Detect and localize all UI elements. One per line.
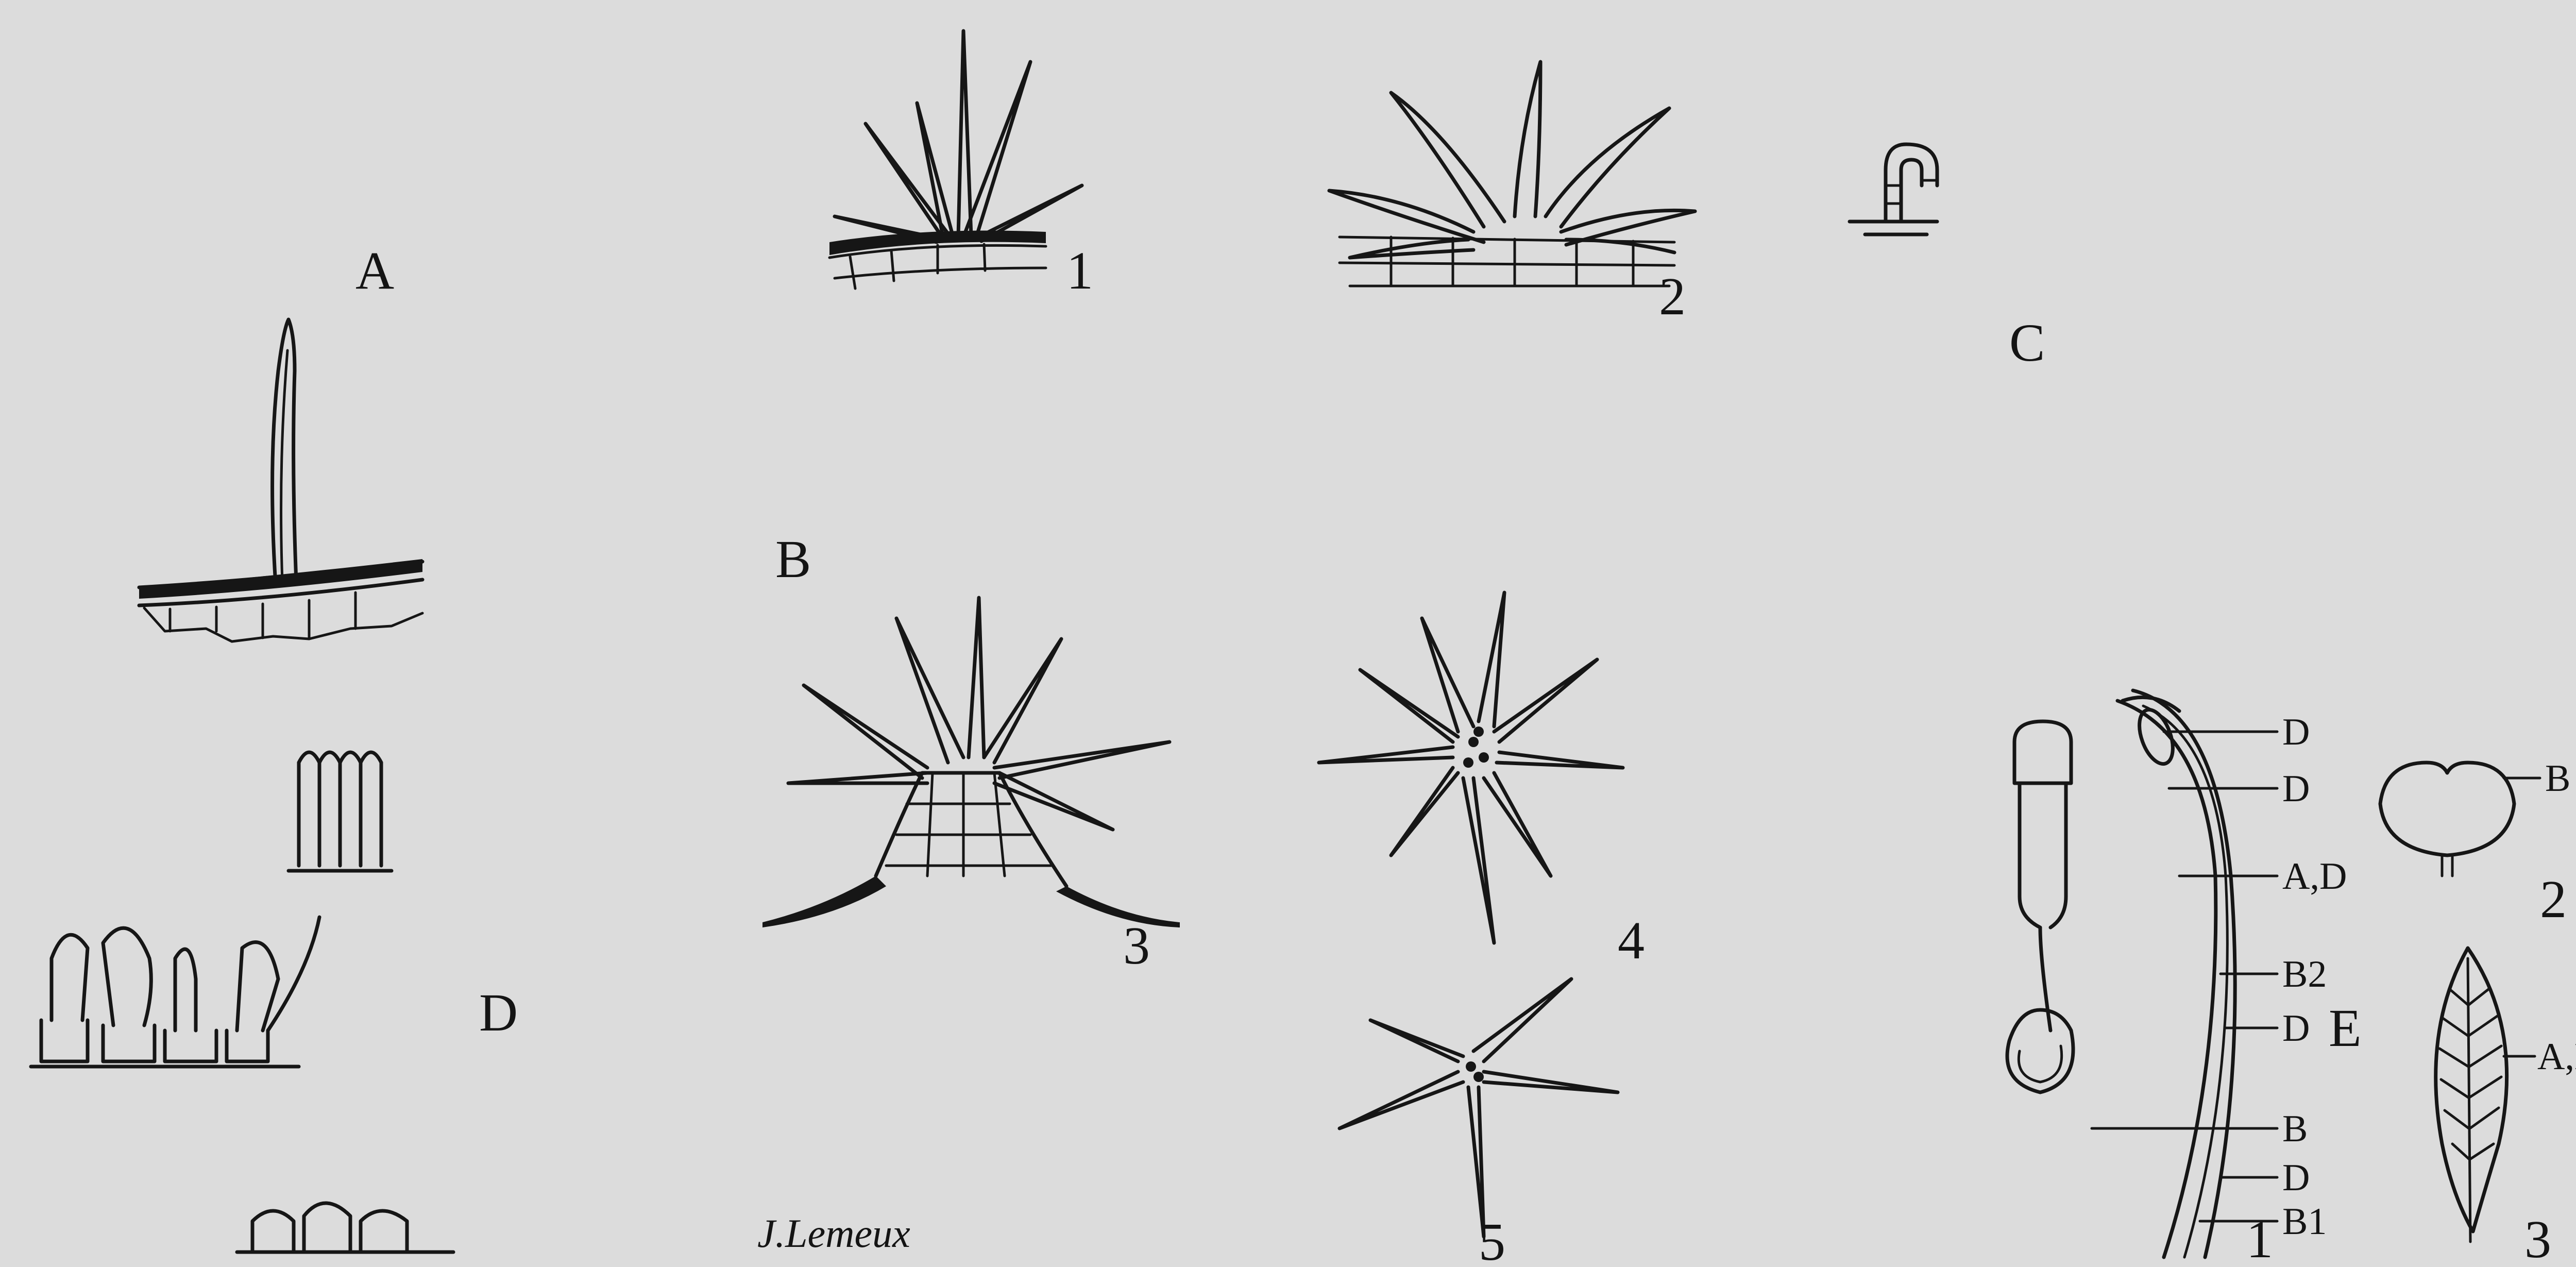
- b-number-3: 3: [1123, 916, 1150, 975]
- e1-callout-a-d: A,D: [2282, 855, 2347, 898]
- drawing-b3-tuft-on-stalk: 3: [762, 598, 1180, 975]
- drawing-b5-star-hair: 5: [1340, 979, 1618, 1267]
- panel-label-d: D: [479, 983, 518, 1042]
- drawing-e2-fruit: B 2: [2380, 757, 2570, 929]
- illustrator-signature: J.Lemeux: [757, 1211, 910, 1256]
- panel-label-b: B: [775, 530, 811, 589]
- drawing-a-single-hair: A: [139, 241, 422, 641]
- e1-callout-d-4: D: [2282, 1157, 2310, 1199]
- drawing-b1-hair-tuft: 1: [829, 31, 1093, 300]
- e-number-2: 2: [2540, 870, 2567, 929]
- e3-callout-a-b-c: A,B,C: [2537, 1036, 2576, 1078]
- panel-label-a: A: [355, 241, 394, 300]
- e1-callout-b2: B2: [2282, 953, 2327, 995]
- panel-label-e: E: [2329, 999, 2362, 1058]
- e1-callout-d-3: D: [2282, 1007, 2310, 1050]
- svg-text:J.Lemeux: J.Lemeux: [757, 1211, 910, 1256]
- b-number-2: 2: [1659, 267, 1686, 326]
- drawing-b4-star-hair: 4: [1319, 593, 1645, 970]
- b-number-5: 5: [1479, 1212, 1505, 1267]
- e-number-1: 1: [2246, 1210, 2273, 1267]
- e1-callout-d-top: D: [2282, 711, 2310, 753]
- drawing-c-glandular-hair: C: [1850, 144, 2045, 373]
- drawing-e3-leaf: A,B,C 3: [2436, 948, 2576, 1267]
- drawing-b2-stellate-hair: 2: [1329, 62, 1695, 326]
- b-number-4: 4: [1618, 911, 1645, 970]
- drawing-d-epidermal-cells: D: [31, 752, 518, 1252]
- b-number-1: 1: [1066, 241, 1093, 300]
- e2-callout-b: B: [2545, 757, 2570, 800]
- e1-callout-b1: B1: [2282, 1201, 2327, 1243]
- drawing-e1-organ-section: D D A,D B2 D B D B1 1: [2007, 690, 2347, 1267]
- e-number-3: 3: [2524, 1210, 2551, 1267]
- panel-label-c: C: [2009, 313, 2045, 373]
- e1-callout-b: B: [2282, 1108, 2308, 1150]
- e1-callout-d-2: D: [2282, 768, 2310, 810]
